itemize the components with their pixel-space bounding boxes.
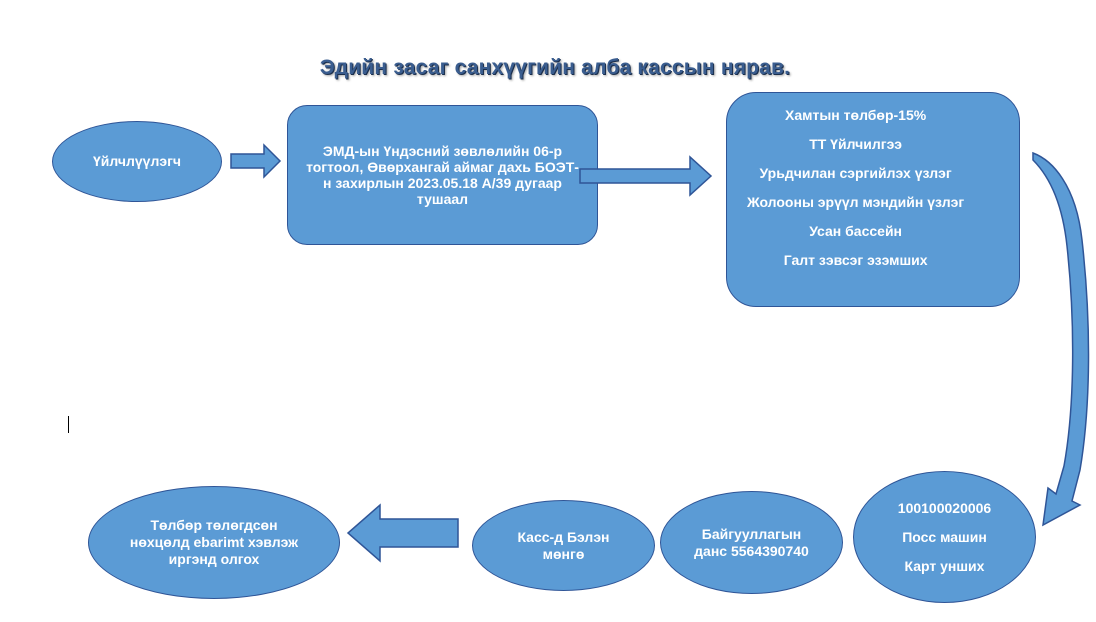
bank-account-node: Байгууллагын данс 5564390740 (660, 491, 843, 594)
arrow-right-icon (230, 143, 282, 179)
resolution-node: ЭМД-ын Үндэсний зөвлөлийн 06-р тогтоол, … (287, 105, 598, 245)
cash-node: Касс-д Бэлэн мөнгө (472, 500, 655, 591)
bank-account-label: Байгууллагын данс 5564390740 (694, 525, 809, 559)
arrow-left-icon (346, 503, 459, 563)
pos-node: 100100020006 Посс машин Карт унших (853, 471, 1036, 603)
service-item: ТТ Үйлчилгээ (809, 136, 903, 152)
customer-label: Үйлчлүүлэгч (92, 153, 182, 169)
receipt-node: Төлбөр төлөгдсөн нөхцөлд ebarimt хэвлэж … (88, 486, 340, 599)
service-item: Урьдчилан сэргийлэх үзлэг (759, 165, 952, 181)
services-node: Хамтын төлбөр-15% ТТ Үйлчилгээ Урьдчилан… (726, 92, 1020, 307)
pos-machine-label: Посс машин (902, 528, 987, 545)
page-title: Эдийн засаг санхүүгийн алба кассын нярав… (319, 56, 791, 79)
resolution-label: ЭМД-ын Үндэсний зөвлөлийн 06-р тогтоол, … (306, 143, 579, 207)
text-cursor (68, 416, 69, 433)
arrow-right-icon (579, 155, 713, 197)
card-read-label: Карт унших (904, 557, 985, 574)
pos-code-label: 100100020006 (897, 499, 992, 516)
services-list: Хамтын төлбөр-15% ТТ Үйлчилгээ Урьдчилан… (747, 107, 964, 281)
cash-label: Касс-д Бэлэн мөнгө (517, 528, 610, 562)
service-item: Усан бассейн (809, 223, 903, 239)
service-item: Жолооны эрүүл мэндийн үзлэг (747, 194, 965, 210)
service-item: Хамтын төлбөр-15% (785, 107, 927, 123)
customer-node: Үйлчлүүлэгч (52, 121, 222, 202)
service-item: Галт зэвсэг эзэмших (783, 252, 928, 268)
curved-arrow-icon (1032, 151, 1090, 527)
receipt-label: Төлбөр төлөгдсөн нөхцөлд ebarimt хэвлэж … (129, 517, 299, 567)
